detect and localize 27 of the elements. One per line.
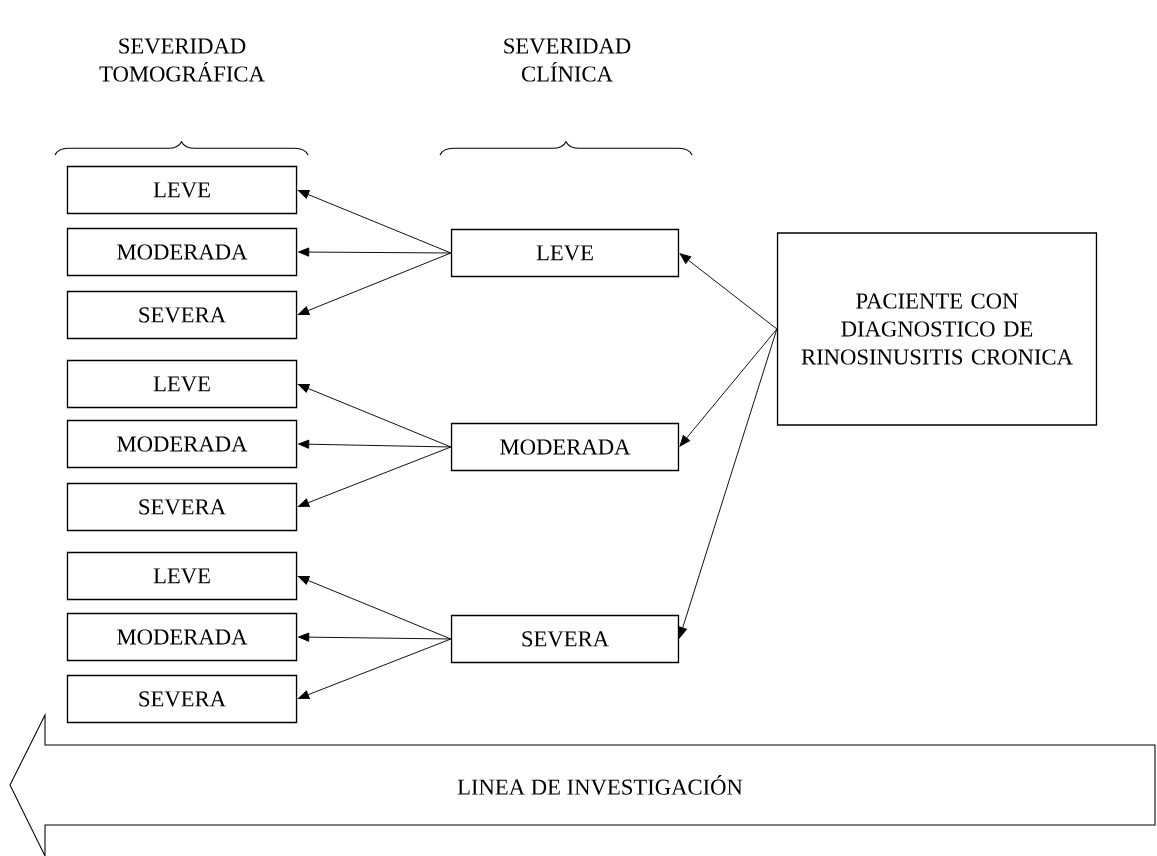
severity-box: MODERADA <box>450 422 680 472</box>
column-heading: SEVERIDAD TOMOGRÁFICA <box>99 38 265 82</box>
severity-box: LEVE <box>66 551 298 601</box>
severity-box: SEVERA <box>66 674 298 724</box>
arrow <box>297 576 452 640</box>
arrow <box>297 384 452 448</box>
severity-box: SEVERA <box>66 290 298 340</box>
arrow <box>679 253 778 330</box>
arrow <box>297 190 452 254</box>
arrow <box>679 328 778 447</box>
severity-box: LEVE <box>66 165 298 215</box>
severity-box: MODERADA <box>66 227 298 277</box>
severity-box: SEVERA <box>450 614 680 664</box>
column-heading: SEVERIDAD CLÍNICA <box>504 38 631 82</box>
severity-box: LEVE <box>66 359 298 409</box>
arrow <box>298 247 452 257</box>
severity-box: SEVERA <box>66 482 298 532</box>
arrow <box>678 328 778 639</box>
arrow <box>298 439 452 449</box>
arrow <box>297 638 452 700</box>
severity-box: MODERADA <box>66 612 298 662</box>
severity-box: MODERADA <box>66 419 298 469</box>
arrow <box>298 632 452 642</box>
arrow <box>297 252 452 315</box>
arrow <box>297 446 452 508</box>
severity-box: LEVE <box>450 228 680 278</box>
patient-box: PACIENTE CON DIAGNOSTICO DE RINOSINUSITIS CRONICA <box>776 232 1098 426</box>
